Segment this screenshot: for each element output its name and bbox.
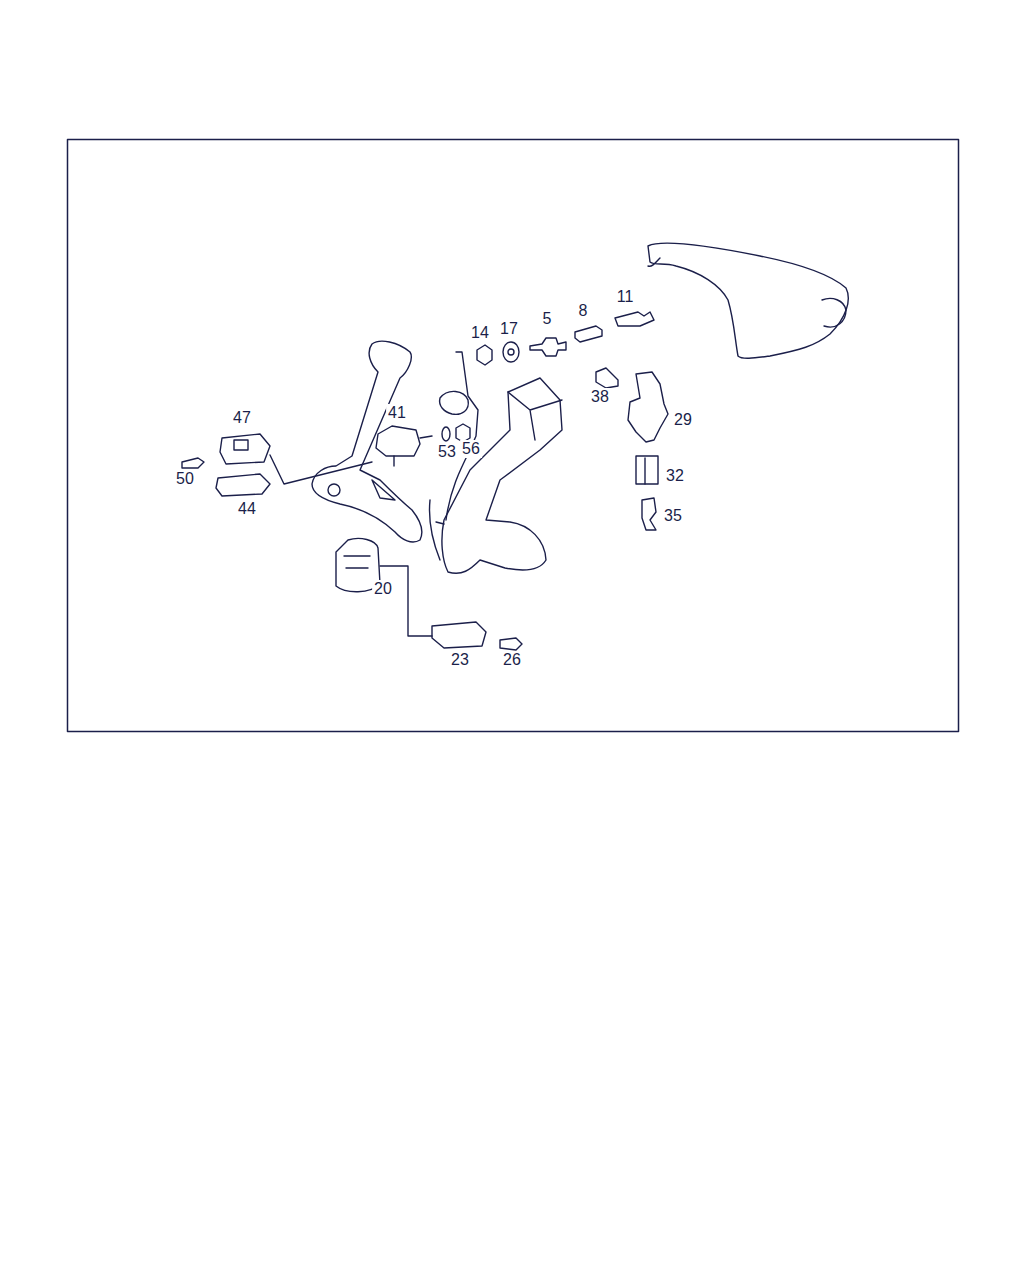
column-edge <box>648 258 660 266</box>
callout-number: 23 <box>449 651 471 669</box>
callout-number: 11 <box>615 288 636 306</box>
callout-number: 47 <box>231 409 253 427</box>
callout-number: 29 <box>672 411 694 429</box>
callout-number: 8 <box>577 302 590 320</box>
callout-number: 5 <box>541 310 554 328</box>
pivot-hole <box>328 484 340 496</box>
bracket <box>446 352 478 520</box>
callout-number: 41 <box>386 404 408 422</box>
column-opening <box>822 298 846 327</box>
switch-plug <box>393 456 394 466</box>
switch-29 <box>628 372 668 442</box>
bushing <box>440 391 469 414</box>
stop-lamp-switch <box>530 338 566 356</box>
pedal-arm-left <box>312 341 422 542</box>
screw <box>596 368 618 388</box>
brake-pedal <box>442 378 562 573</box>
callout-number: 56 <box>460 440 482 458</box>
switch-41 <box>376 426 420 456</box>
washer-hole <box>508 349 514 355</box>
callout-number: 32 <box>664 467 686 485</box>
column-cover <box>648 243 848 358</box>
nut <box>477 345 492 365</box>
connector <box>575 326 602 342</box>
wire <box>270 455 372 484</box>
washer-53 <box>442 427 450 441</box>
terminal-26 <box>500 638 522 650</box>
callout-number: 53 <box>436 443 458 461</box>
connector-32 <box>636 456 658 484</box>
connector-23 <box>432 622 486 648</box>
pedal-edges <box>508 392 562 440</box>
callout-number: 50 <box>174 470 196 488</box>
wire-20-23 <box>380 566 432 636</box>
callout-number: 20 <box>372 580 394 598</box>
frame <box>68 140 959 732</box>
terminal-35 <box>642 498 656 530</box>
terminal <box>615 312 654 326</box>
connector-47 <box>220 434 270 464</box>
callout-number: 14 <box>469 324 491 342</box>
switch-stud <box>420 436 432 438</box>
bracket-edge <box>429 500 440 560</box>
terminal-50 <box>182 458 204 468</box>
arm-detail <box>372 480 395 500</box>
callout-number: 35 <box>662 507 684 525</box>
callout-number: 44 <box>236 500 258 518</box>
switch-20-ribs <box>344 556 370 568</box>
washer <box>503 342 519 362</box>
connector-44 <box>216 474 270 496</box>
callout-number: 17 <box>498 320 520 338</box>
connector-line <box>644 458 645 484</box>
connector-window <box>234 440 248 450</box>
pedal-pin <box>436 522 444 524</box>
callout-number: 38 <box>589 388 611 406</box>
callout-number: 26 <box>501 651 523 669</box>
